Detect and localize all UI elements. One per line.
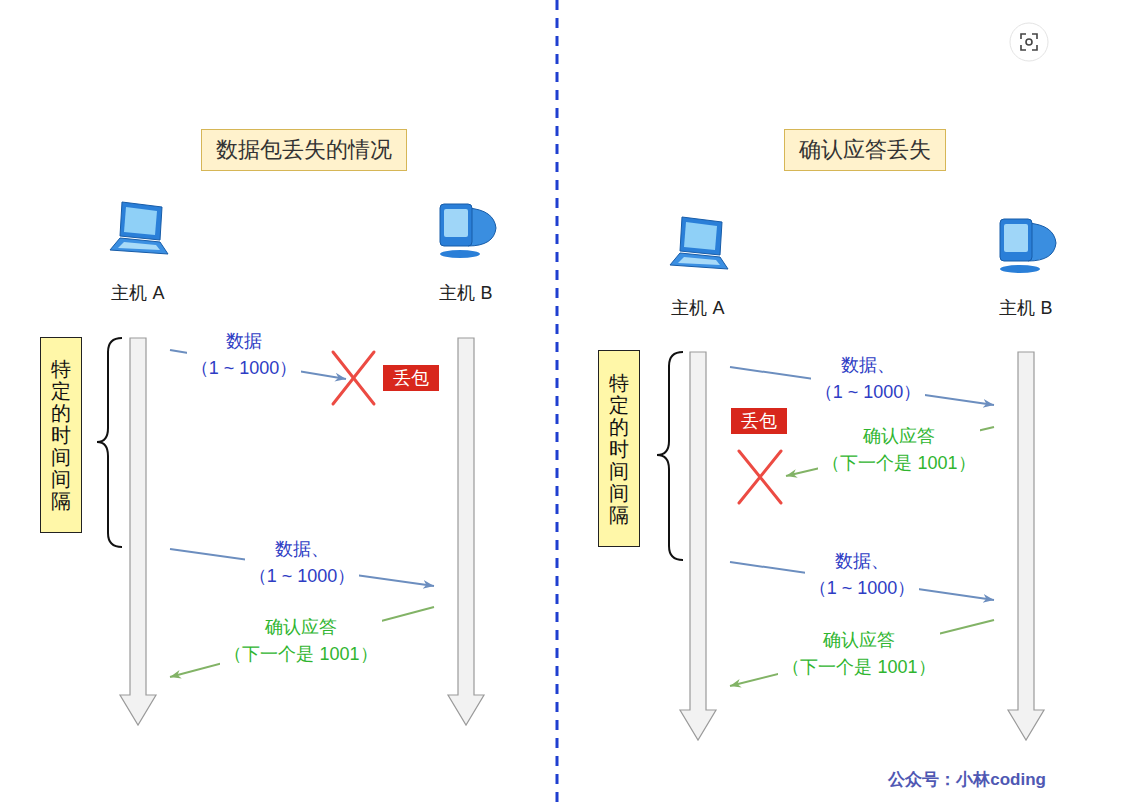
message-label: 确认应答 （下一个是 1001）	[778, 626, 939, 682]
host-label: 主机 A	[671, 297, 724, 319]
host-label: 主机 B	[999, 297, 1052, 319]
host-node: 主机 A	[666, 215, 730, 740]
timeline	[118, 338, 158, 725]
host-label-wrap: 主机 B	[439, 282, 492, 304]
loss-box: 丢包	[383, 365, 439, 391]
host-node: 主机 B	[434, 200, 498, 725]
loss-cross	[333, 352, 374, 404]
message-label: 确认应答 （下一个是 1001）	[220, 613, 381, 669]
title-box: 数据包丢失的情况	[201, 129, 407, 171]
host-label: 主机 A	[111, 282, 164, 304]
brace	[657, 352, 683, 560]
loss-box: 丢包	[731, 408, 787, 434]
loss-text: 丢包	[393, 367, 429, 389]
message-arrow	[170, 607, 434, 677]
timeline	[446, 338, 486, 725]
timeline	[678, 352, 718, 740]
loss-text: 丢包	[741, 410, 777, 432]
host-label: 主机 B	[439, 282, 492, 304]
host-node: 主机 A	[106, 200, 170, 725]
title-text: 数据包丢失的情况	[216, 137, 392, 163]
interval-box: 特定的时间间隔	[40, 337, 82, 533]
laptop-icon	[666, 215, 730, 275]
title-text: 确认应答丢失	[799, 137, 931, 163]
message-label: 确认应答 （下一个是 1001）	[818, 422, 979, 478]
timeline	[1006, 352, 1046, 740]
laptop-icon	[106, 200, 170, 260]
message-label: 数据、 （1 ~ 1000）	[811, 351, 926, 407]
interval-text: 特定的时间间隔	[609, 372, 629, 526]
brace	[97, 338, 122, 547]
host-label-wrap: 主机 A	[111, 282, 164, 304]
divider-line	[556, 0, 559, 808]
interval-text: 特定的时间间隔	[51, 358, 71, 512]
loss-cross	[739, 451, 781, 503]
title-box: 确认应答丢失	[784, 129, 946, 171]
scan-button	[1010, 23, 1048, 61]
host-node: 主机 B	[994, 215, 1058, 740]
message-label: 数据、 （1 ~ 1000）	[245, 535, 360, 591]
interval-box: 特定的时间间隔	[598, 350, 640, 547]
message-label: 数据 （1 ~ 1000）	[187, 327, 302, 383]
desktop-icon	[994, 215, 1058, 275]
message-arrow	[730, 620, 994, 686]
host-label-wrap: 主机 B	[999, 297, 1052, 319]
host-label-wrap: 主机 A	[671, 297, 724, 319]
watermark: 公众号：小林coding	[888, 768, 1046, 791]
desktop-icon	[434, 200, 498, 260]
message-label: 数据、 （1 ~ 1000）	[805, 547, 920, 603]
